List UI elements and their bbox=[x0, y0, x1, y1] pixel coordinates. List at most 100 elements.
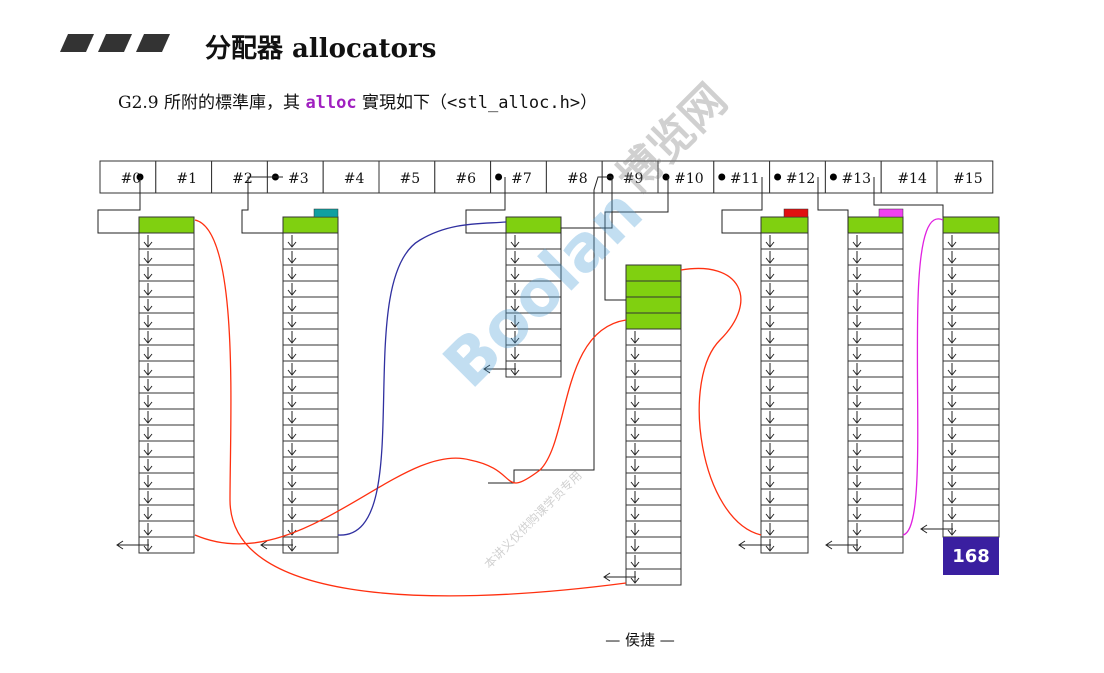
subtitle-suffix: ） bbox=[580, 93, 598, 113]
pointer-connectors bbox=[97, 176, 944, 484]
free-chunk bbox=[760, 232, 809, 250]
chunk-chain bbox=[738, 208, 809, 554]
next-arrow-head bbox=[630, 401, 640, 408]
next-arrow-head bbox=[947, 321, 957, 328]
slot-cell bbox=[99, 160, 157, 194]
next-arrow-head bbox=[947, 289, 957, 296]
next-arrow-head bbox=[947, 449, 957, 456]
slot-cell bbox=[490, 160, 547, 194]
next-arrow-head bbox=[143, 465, 153, 472]
slot-label: #10 bbox=[674, 171, 704, 187]
next-arrow-head bbox=[852, 465, 862, 472]
memory-chains bbox=[116, 208, 1000, 586]
next-arrow-head bbox=[143, 481, 153, 488]
next-arrow-head bbox=[765, 241, 775, 248]
free-chunk bbox=[760, 296, 809, 314]
next-arrow-head bbox=[947, 305, 957, 312]
next-arrow-head bbox=[510, 353, 520, 360]
next-arrow-head bbox=[143, 385, 153, 392]
allocated-chunk bbox=[138, 216, 195, 234]
pointer-line bbox=[560, 177, 613, 375]
null-arrow-head bbox=[603, 572, 611, 582]
next-arrow-head bbox=[947, 273, 957, 280]
free-chunk bbox=[760, 440, 809, 458]
next-arrow-head bbox=[143, 449, 153, 456]
chunk-chain bbox=[825, 208, 904, 554]
subtitle: G2.9 所附的標準庫，其 alloc 實現如下（<stl_alloc.h>） bbox=[118, 88, 597, 113]
slot-label: #12 bbox=[786, 171, 816, 187]
next-arrow-head bbox=[630, 561, 640, 568]
next-arrow-head bbox=[510, 337, 520, 344]
link-curves bbox=[194, 218, 944, 597]
next-arrow-head bbox=[765, 417, 775, 424]
allocated-chunk bbox=[282, 216, 339, 234]
free-chunk bbox=[760, 280, 809, 298]
next-arrow-head bbox=[852, 289, 862, 296]
next-arrow-head bbox=[947, 465, 957, 472]
next-arrow-head bbox=[947, 497, 957, 504]
next-arrow-head bbox=[765, 433, 775, 440]
next-arrow-head bbox=[287, 385, 297, 392]
next-arrow-head bbox=[143, 497, 153, 504]
allocated-chunk bbox=[942, 216, 1000, 234]
free-chunk bbox=[760, 424, 809, 442]
chunk-chain bbox=[603, 264, 682, 586]
pointer-line bbox=[604, 177, 669, 301]
next-arrow-head bbox=[765, 273, 775, 280]
free-chunk bbox=[760, 520, 809, 538]
null-arrow-head bbox=[260, 540, 268, 550]
slot-label: #6 bbox=[455, 171, 476, 187]
pointer-line bbox=[817, 177, 849, 233]
next-arrow-head bbox=[947, 369, 957, 376]
next-arrow-head bbox=[765, 401, 775, 408]
next-arrow-head bbox=[287, 289, 297, 296]
link-curve-red bbox=[194, 219, 627, 597]
next-arrow-head bbox=[852, 353, 862, 360]
allocated-chunk bbox=[625, 312, 682, 330]
free-chunk bbox=[760, 264, 809, 282]
next-arrow-head bbox=[630, 369, 640, 376]
next-arrow-head bbox=[630, 577, 640, 584]
next-arrow-head bbox=[947, 401, 957, 408]
next-arrow-head bbox=[630, 337, 640, 344]
free-chunk bbox=[760, 456, 809, 474]
link-curve-red bbox=[194, 319, 627, 545]
next-arrow-head bbox=[287, 353, 297, 360]
slot-label: #11 bbox=[730, 171, 760, 187]
slot-label: #1 bbox=[176, 171, 197, 187]
next-arrow-head bbox=[765, 497, 775, 504]
next-arrow-head bbox=[630, 465, 640, 472]
slot-pointer-dot bbox=[829, 173, 837, 181]
next-arrow-head bbox=[765, 257, 775, 264]
slot-pointer-dot bbox=[718, 173, 726, 181]
next-arrow-head bbox=[510, 321, 520, 328]
next-arrow-head bbox=[630, 513, 640, 520]
slot-label: #8 bbox=[567, 171, 588, 187]
free-chunk bbox=[760, 504, 809, 522]
next-arrow-head bbox=[630, 481, 640, 488]
free-chunk bbox=[760, 472, 809, 490]
next-arrow-head bbox=[852, 433, 862, 440]
next-arrow-head bbox=[630, 545, 640, 552]
chunk-tag bbox=[878, 208, 904, 218]
link-curve-red bbox=[680, 267, 762, 536]
next-arrow-head bbox=[510, 369, 520, 376]
subtitle-keyword: alloc bbox=[305, 93, 357, 113]
pointer-line bbox=[241, 176, 283, 234]
next-arrow-head bbox=[143, 417, 153, 424]
next-arrow-head bbox=[852, 545, 862, 552]
next-arrow-head bbox=[143, 337, 153, 344]
next-arrow-head bbox=[947, 241, 957, 248]
next-arrow-head bbox=[630, 497, 640, 504]
pointer-line bbox=[465, 177, 506, 234]
next-arrow-head bbox=[947, 337, 957, 344]
free-chunk bbox=[760, 488, 809, 506]
next-arrow-head bbox=[947, 433, 957, 440]
next-arrow-head bbox=[143, 401, 153, 408]
next-arrow-head bbox=[287, 273, 297, 280]
next-arrow-head bbox=[630, 529, 640, 536]
next-arrow-head bbox=[287, 433, 297, 440]
page-title: 分配器 allocators bbox=[205, 34, 437, 64]
null-arrow-head bbox=[738, 540, 746, 550]
